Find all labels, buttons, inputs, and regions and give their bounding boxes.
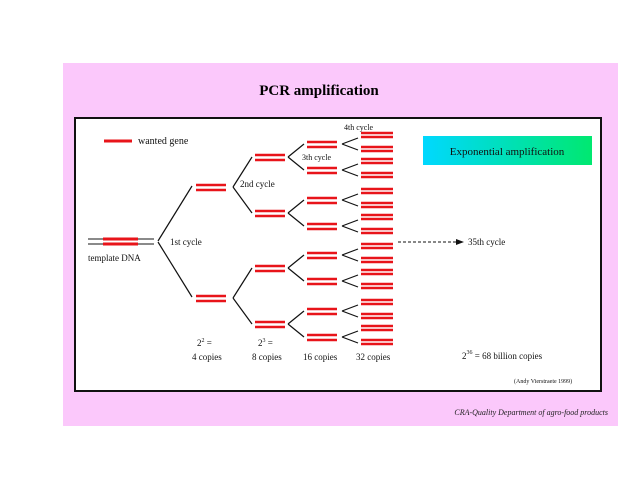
branch-line <box>341 254 359 262</box>
branch-line <box>287 199 305 214</box>
amplification-tree <box>157 131 393 346</box>
branch-line <box>287 143 305 158</box>
copies-2-formula: 23 = <box>258 338 273 348</box>
branch-line <box>287 254 305 269</box>
branch-line <box>232 156 253 188</box>
branch-line <box>341 193 359 201</box>
branch-line <box>341 304 359 312</box>
branch-line <box>341 248 359 256</box>
author-note: (Andy Vierstraete 1999) <box>514 378 572 385</box>
cycle-label-2: 2nd cycle <box>240 179 275 189</box>
branch-line <box>341 280 359 288</box>
copies-2-label: 8 copies <box>252 352 282 362</box>
branch-line <box>287 212 305 227</box>
template-label: template DNA <box>88 253 141 263</box>
branch-line <box>341 274 359 282</box>
branch-line <box>232 186 253 214</box>
legend: wanted gene <box>104 136 189 147</box>
branch-line <box>232 297 253 325</box>
badge-box <box>423 136 592 165</box>
legend-label: wanted gene <box>138 136 189 147</box>
copy-counts: 22 = 4 copies 23 = 8 copies 16 copies 32… <box>192 338 543 362</box>
branch-line <box>341 199 359 207</box>
branch-line <box>341 330 359 338</box>
branch-line <box>341 163 359 171</box>
footer-credit: CRA-Quality Department of agro-food prod… <box>454 408 608 417</box>
branch-line <box>341 336 359 344</box>
branch-line <box>157 241 193 298</box>
branch-line <box>341 310 359 318</box>
branch-line <box>341 219 359 227</box>
copies-1-label: 4 copies <box>192 352 222 362</box>
template-dna <box>88 237 154 246</box>
copies-1-formula: 22 = <box>197 338 212 348</box>
branch-line <box>341 137 359 145</box>
final-copies-label: 236 = 68 billion copies <box>462 350 543 361</box>
branch-line <box>232 267 253 299</box>
slide-title: PCR amplification <box>259 83 379 99</box>
cycle-label-1: 1st cycle <box>170 237 202 247</box>
branch-line <box>341 169 359 177</box>
branch-line <box>287 267 305 282</box>
branch-line <box>341 143 359 151</box>
branch-line <box>157 185 193 242</box>
exponential-badge: Exponential amplification <box>423 136 592 165</box>
cycle-label-35: 35th cycle <box>468 237 505 247</box>
badge-text: Exponential amplification <box>450 146 565 158</box>
branch-line <box>287 323 305 338</box>
copies-4-label: 32 copies <box>356 352 391 362</box>
cycle-label-3: 3th cycle <box>302 153 332 162</box>
cycle-label-4: 4th cycle <box>344 123 374 132</box>
branch-line <box>287 156 305 171</box>
branch-line <box>287 310 305 325</box>
copies-3-label: 16 copies <box>303 352 338 362</box>
branch-line <box>341 225 359 233</box>
